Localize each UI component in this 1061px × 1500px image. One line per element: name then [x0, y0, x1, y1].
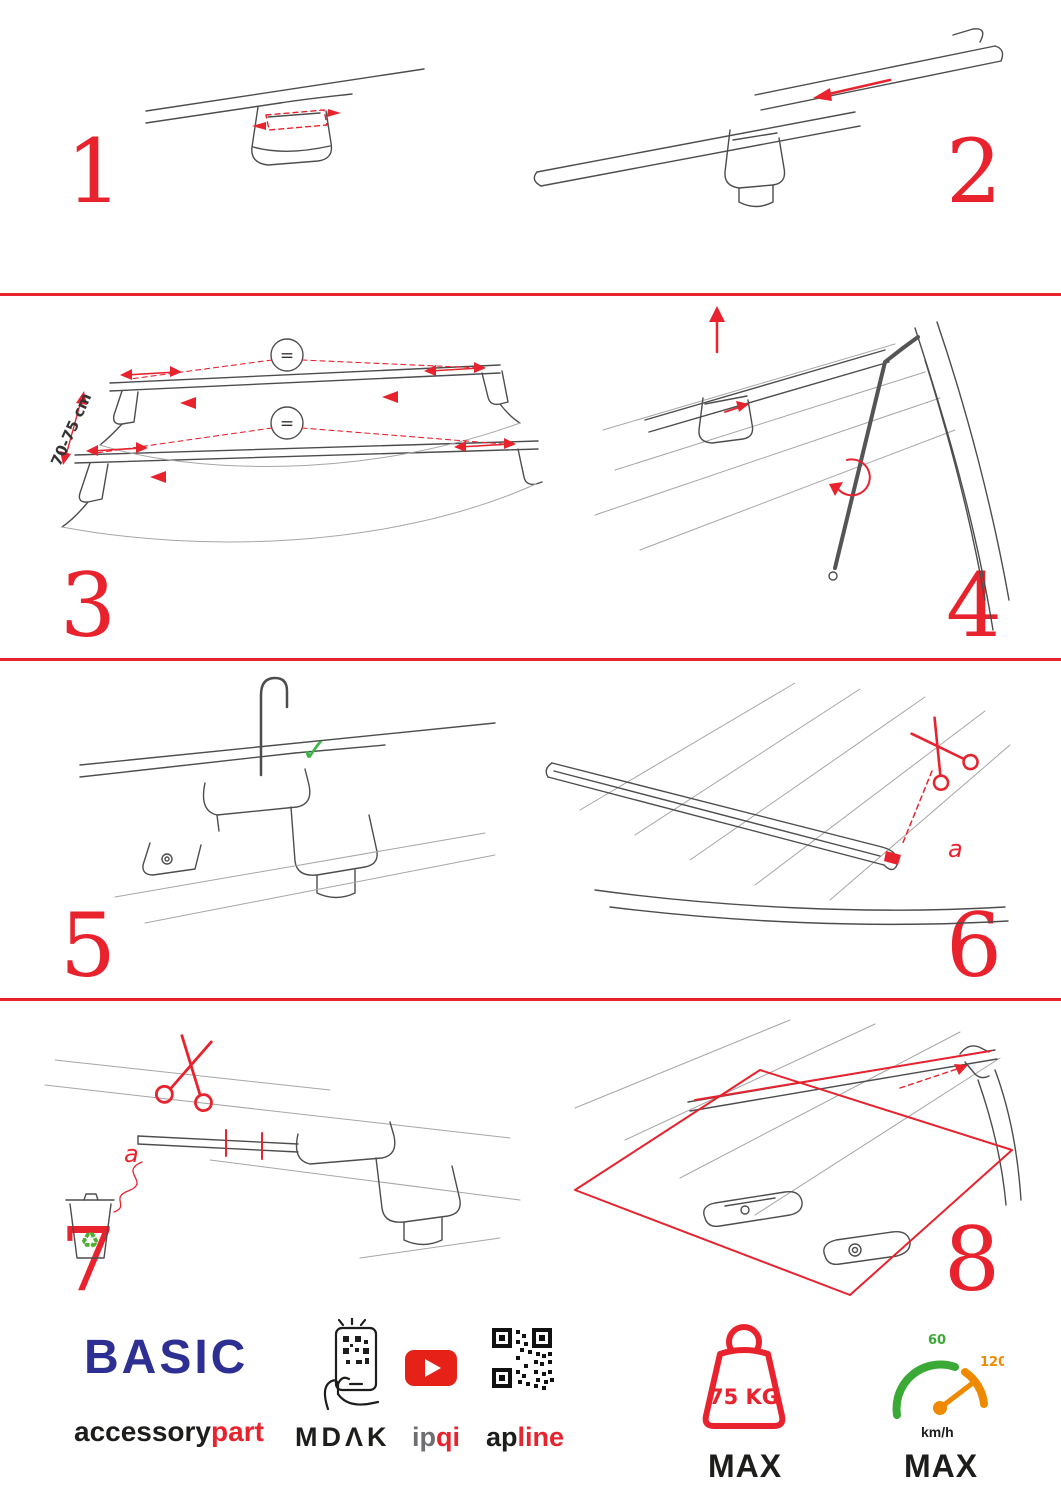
brand-accessory-text: accessory — [74, 1416, 212, 1447]
rail-and-clamp — [644, 321, 1010, 631]
pad-highlight — [252, 109, 341, 131]
svg-text:=: = — [280, 414, 294, 434]
weight-max-label: MAX — [708, 1448, 783, 1484]
step-2-number: 2 — [946, 120, 1002, 223]
logo-ip-text: ip — [412, 1422, 436, 1452]
excess-strip — [884, 851, 901, 865]
step-2-illustration — [533, 28, 1004, 208]
logo-line-text: line — [517, 1422, 565, 1452]
clamp-strip-sketch — [137, 1121, 501, 1259]
step-3-number: 3 — [60, 554, 116, 657]
lift-arrow — [709, 306, 749, 413]
speed-60-label: 60 — [928, 1333, 946, 1348]
bar-end-sketch — [545, 762, 1009, 926]
youtube-icon — [405, 1350, 457, 1386]
check-icon: ✓ — [301, 731, 328, 769]
roof-lines — [594, 343, 956, 551]
qr-code-icon — [492, 1328, 554, 1390]
section-divider-3 — [0, 998, 1061, 1001]
cut-guide — [901, 770, 933, 846]
step-5-illustration: ✓ — [79, 676, 496, 924]
logo-ipqi: ipqi — [412, 1422, 460, 1453]
equals-badge-rear: = — [270, 338, 304, 372]
slide-arrow — [813, 78, 892, 101]
turn-arrow — [829, 458, 871, 497]
step-1-illustration — [145, 68, 425, 166]
cut-label: a — [124, 1140, 139, 1168]
roof-lines — [574, 1019, 1001, 1216]
section-divider-1 — [0, 293, 1061, 296]
step-6-number: 6 — [946, 894, 1002, 997]
crossbars-sketch — [61, 364, 543, 543]
dimension-label: 70-75 cm — [47, 390, 95, 468]
equal-overhang-guides — [86, 359, 517, 483]
bar-highlight — [694, 1050, 991, 1101]
trash-bin-icon — [65, 1193, 115, 1259]
speed-max-label: MAX — [904, 1448, 979, 1484]
bar-distance-dimension: 70-75 cm — [47, 390, 95, 468]
scissors-icon — [910, 716, 979, 792]
bar-sketch — [533, 28, 1004, 208]
roof-edge-sketch — [145, 68, 425, 166]
speed-120-label: 120 — [980, 1355, 1004, 1370]
svg-text:=: = — [280, 346, 294, 366]
brand-accessorypart: accessorypart — [74, 1416, 264, 1448]
scissors-icon — [154, 1034, 213, 1113]
brand-basic: BASIC — [84, 1331, 249, 1384]
roof-rib-lines — [579, 682, 1011, 901]
speed-unit-label: km/h — [921, 1424, 954, 1440]
discard-path — [113, 1161, 143, 1213]
step-6-illustration: a — [545, 682, 1011, 926]
cut-marks — [225, 1129, 263, 1160]
brand-part-text: part — [211, 1416, 264, 1447]
step-4-illustration — [594, 306, 1010, 631]
step-8-number: 8 — [944, 1208, 1000, 1311]
doorframe-clamp-sketch — [79, 676, 496, 924]
logo-apline: apline — [486, 1422, 564, 1453]
max-weight-icon: 75 KG — [702, 1324, 786, 1429]
roof-lines — [44, 1059, 521, 1201]
highlight-frame — [574, 1069, 1013, 1296]
step-8-illustration — [574, 1019, 1022, 1296]
section-divider-2 — [0, 658, 1061, 661]
step-7-illustration: a ♻ — [44, 1034, 521, 1259]
logo-qi-text: qi — [436, 1422, 460, 1452]
clip-arrow — [899, 1064, 968, 1089]
step-7-number: 7 — [60, 1208, 116, 1311]
weight-value: 75 KG — [709, 1385, 779, 1409]
recycle-icon: ♻ — [80, 1229, 100, 1254]
cut-label: a — [948, 835, 963, 863]
step-3-illustration: = = — [47, 338, 543, 543]
logo-mdak: MDΛK — [295, 1422, 391, 1452]
step-5-number: 5 — [60, 894, 116, 997]
allen-key — [828, 335, 920, 581]
mounted-bar-sketch — [687, 1045, 1022, 1266]
equals-badge-front: = — [270, 406, 304, 440]
step-4-number: 4 — [946, 554, 1002, 657]
phone-scan-icon — [323, 1318, 380, 1410]
speedometer-icon: 60 120 — [892, 1333, 1004, 1419]
step-1-number: 1 — [66, 120, 122, 223]
logo-ap-text: ap — [486, 1422, 518, 1452]
